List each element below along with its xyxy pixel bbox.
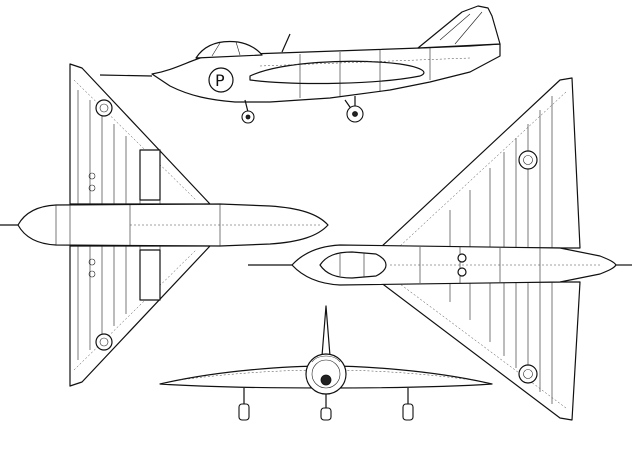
plan-view-pod-upper: [139, 149, 161, 201]
front-view: [159, 305, 493, 421]
side-view-antenna: [281, 33, 291, 53]
side-view-canopy: [195, 40, 263, 59]
side-view-fin: [417, 5, 501, 49]
side-view-roundel: [208, 67, 234, 93]
side-view: P: [99, 5, 501, 124]
front-view-right-gear: [402, 388, 414, 421]
front-view-left-gear: [238, 388, 250, 421]
underside-view: [248, 77, 632, 421]
underside-view-roundel-lower: [518, 364, 538, 384]
front-view-fin: [321, 305, 331, 357]
plan-view-fuselage: [17, 203, 329, 247]
plan-view-roundel-upper: [95, 99, 113, 117]
plan-view-lower-wing: [69, 245, 211, 387]
plan-view: [0, 63, 329, 387]
side-view-wing-fairing: [249, 60, 425, 85]
side-view-main-gear: [344, 96, 364, 123]
side-view-pitot: [99, 74, 153, 77]
underside-view-lower-wing: [379, 281, 581, 421]
underside-view-upper-wing: [379, 77, 581, 249]
underside-view-roundel-upper: [518, 150, 538, 170]
side-view-nose-gear: [241, 99, 255, 124]
front-view-intake: [320, 374, 332, 386]
plan-view-roundel-lower: [95, 333, 113, 351]
underside-view-canopy: [319, 251, 387, 279]
side-view-marking: P: [215, 71, 225, 90]
front-view-nose-gear: [320, 394, 332, 421]
plan-view-pod-lower: [139, 249, 161, 301]
